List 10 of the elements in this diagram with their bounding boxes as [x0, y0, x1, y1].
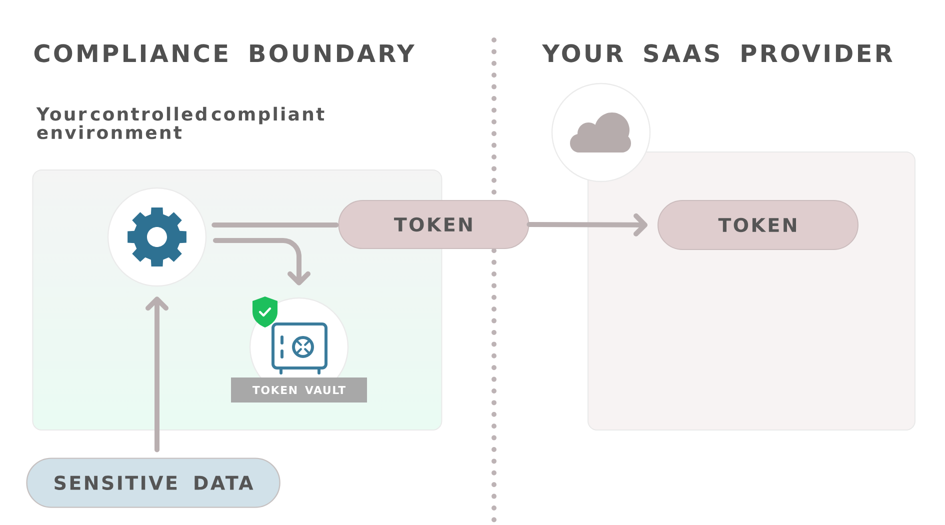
connector-line — [212, 222, 339, 228]
label-bar: TOKEN VAULT — [231, 378, 367, 402]
pill-label: TOKEN — [658, 200, 858, 250]
arrow — [526, 213, 648, 236]
arrow — [146, 296, 168, 452]
arrow — [212, 238, 310, 286]
pill-label: SENSITIVE DATA — [26, 458, 280, 508]
panel-heading: Your controlled compliant environment — [36, 106, 324, 140]
pill-label: TOKEN — [338, 200, 530, 249]
section-heading: COMPLIANCE BOUNDARY — [34, 44, 415, 62]
